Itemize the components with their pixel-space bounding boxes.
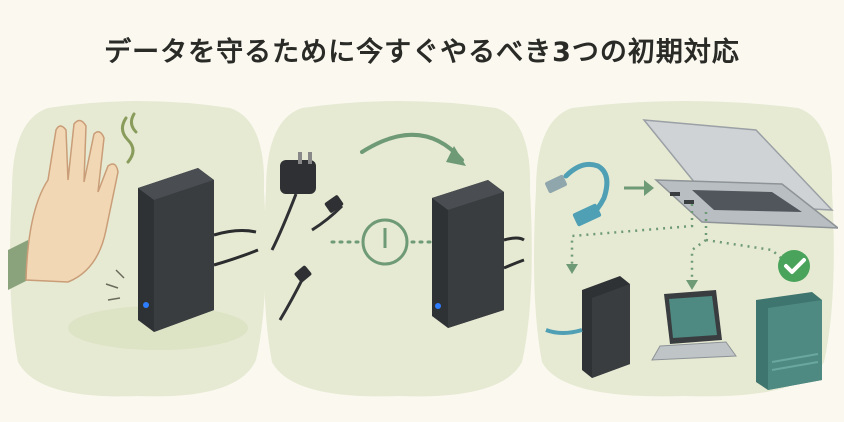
- panel-unplug-power-off: [262, 100, 536, 400]
- power-button-icon: [361, 218, 409, 266]
- power-adapter-icon: [270, 152, 316, 251]
- smell-wave-icon: [121, 112, 138, 164]
- hard-drive-icon: [432, 180, 525, 328]
- stop-hand-icon: [8, 119, 119, 290]
- external-drive-icon: [756, 292, 822, 390]
- usb-plug-icon: [278, 195, 344, 321]
- led-indicator-icon: [143, 302, 149, 308]
- hard-drive-icon: [545, 276, 630, 378]
- check-icon: [778, 250, 810, 282]
- usb-cable-icon: [545, 161, 610, 227]
- panel-stop-using: [8, 100, 270, 400]
- page-title: データを守るために今すぐやるべき3つの初期対応: [104, 37, 740, 68]
- panel-try-other-connection: [532, 100, 838, 400]
- laptop-icon: [642, 119, 838, 229]
- laptop-small-icon: [651, 290, 737, 361]
- hard-drive-icon: [138, 168, 259, 332]
